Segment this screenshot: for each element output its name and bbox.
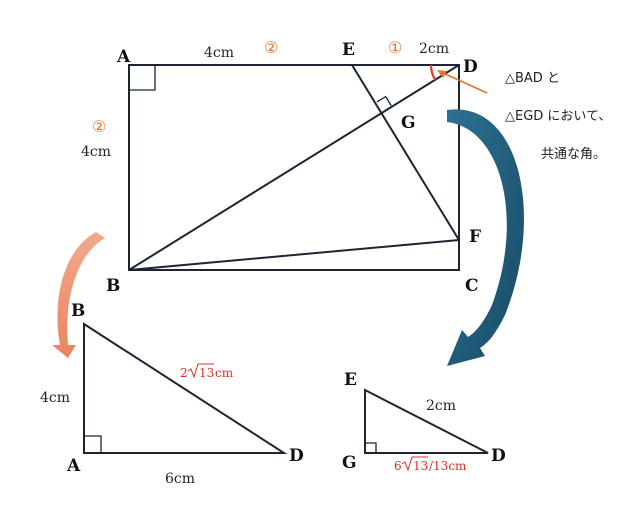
note: △BAD と △EGD において、 共通な角。 bbox=[505, 71, 611, 162]
tri2-side-gd: 6 13 /13cm bbox=[394, 456, 467, 473]
triangle-bad: B A D 4cm 6cm 2 13 cm bbox=[40, 301, 304, 487]
note-line-3: 共通な角。 bbox=[541, 147, 606, 162]
tri2-gd-rad: 13 bbox=[413, 459, 428, 473]
tri1-bd-coef: 2 bbox=[180, 366, 188, 380]
length-ab: 4cm bbox=[81, 144, 111, 160]
tri1-bd-rad: 13 bbox=[199, 366, 214, 380]
point-label-b: B bbox=[106, 276, 120, 296]
curved-arrow-left bbox=[52, 232, 105, 358]
tri1-label-b: B bbox=[71, 301, 85, 321]
diagonal-bd bbox=[128, 64, 460, 271]
tri1-label-d: D bbox=[289, 446, 304, 466]
right-angle-mark-a bbox=[129, 65, 156, 91]
tri2-label-e: E bbox=[344, 370, 357, 390]
ratio-mark-ae: ② bbox=[264, 38, 278, 57]
main-figure: A E D G F B C 4cm 2cm 4cm ② ① ② bbox=[81, 38, 488, 296]
triangle-bad-outline bbox=[83, 322, 288, 454]
right-angle-mark-g bbox=[376, 95, 392, 106]
tri1-side-ad: 6cm bbox=[165, 471, 195, 487]
ratio-mark-ed: ① bbox=[388, 38, 402, 57]
rectangle-abcd bbox=[128, 64, 460, 271]
right-angle-mark-tri-a bbox=[84, 435, 102, 453]
angle-arc-d bbox=[429, 64, 437, 81]
tri2-gd-sqrt-sign bbox=[401, 456, 428, 472]
tri1-bd-sqrt-sign bbox=[187, 363, 214, 379]
triangle-egd: E G D 2cm 6 13 /13cm bbox=[342, 370, 506, 473]
length-ae: 4cm bbox=[204, 45, 234, 61]
tri2-side-ed: 2cm bbox=[426, 398, 456, 414]
tri1-label-a: A bbox=[66, 456, 81, 476]
tri2-gd-coef: 6 bbox=[394, 459, 402, 473]
tri1-side-bd: 2 13 cm bbox=[180, 363, 234, 380]
point-label-d: D bbox=[463, 57, 478, 77]
tri1-bd-unit: cm bbox=[215, 366, 234, 380]
point-label-f: F bbox=[469, 227, 481, 247]
segment-bf bbox=[128, 239, 460, 271]
curved-arrow-right bbox=[447, 109, 524, 367]
right-angle-mark-tri-g bbox=[365, 442, 377, 453]
tri2-label-g: G bbox=[342, 453, 357, 473]
point-label-e: E bbox=[342, 40, 355, 60]
point-label-g: G bbox=[401, 113, 416, 133]
pointer-arrow-line bbox=[440, 71, 488, 94]
ratio-mark-ab: ② bbox=[92, 117, 106, 136]
point-label-a: A bbox=[116, 47, 131, 67]
note-line-1: △BAD と bbox=[505, 71, 560, 86]
tri1-side-ab: 4cm bbox=[40, 390, 70, 406]
length-ed: 2cm bbox=[419, 41, 449, 57]
note-line-2: △EGD において、 bbox=[505, 109, 611, 124]
tri2-gd-tail: /13cm bbox=[429, 459, 467, 473]
triangle-egd-outline bbox=[364, 388, 489, 454]
point-label-c: C bbox=[465, 276, 479, 296]
segment-ef bbox=[351, 64, 460, 241]
tri2-label-d: D bbox=[491, 446, 506, 466]
pointer-arrow-head bbox=[437, 70, 447, 78]
